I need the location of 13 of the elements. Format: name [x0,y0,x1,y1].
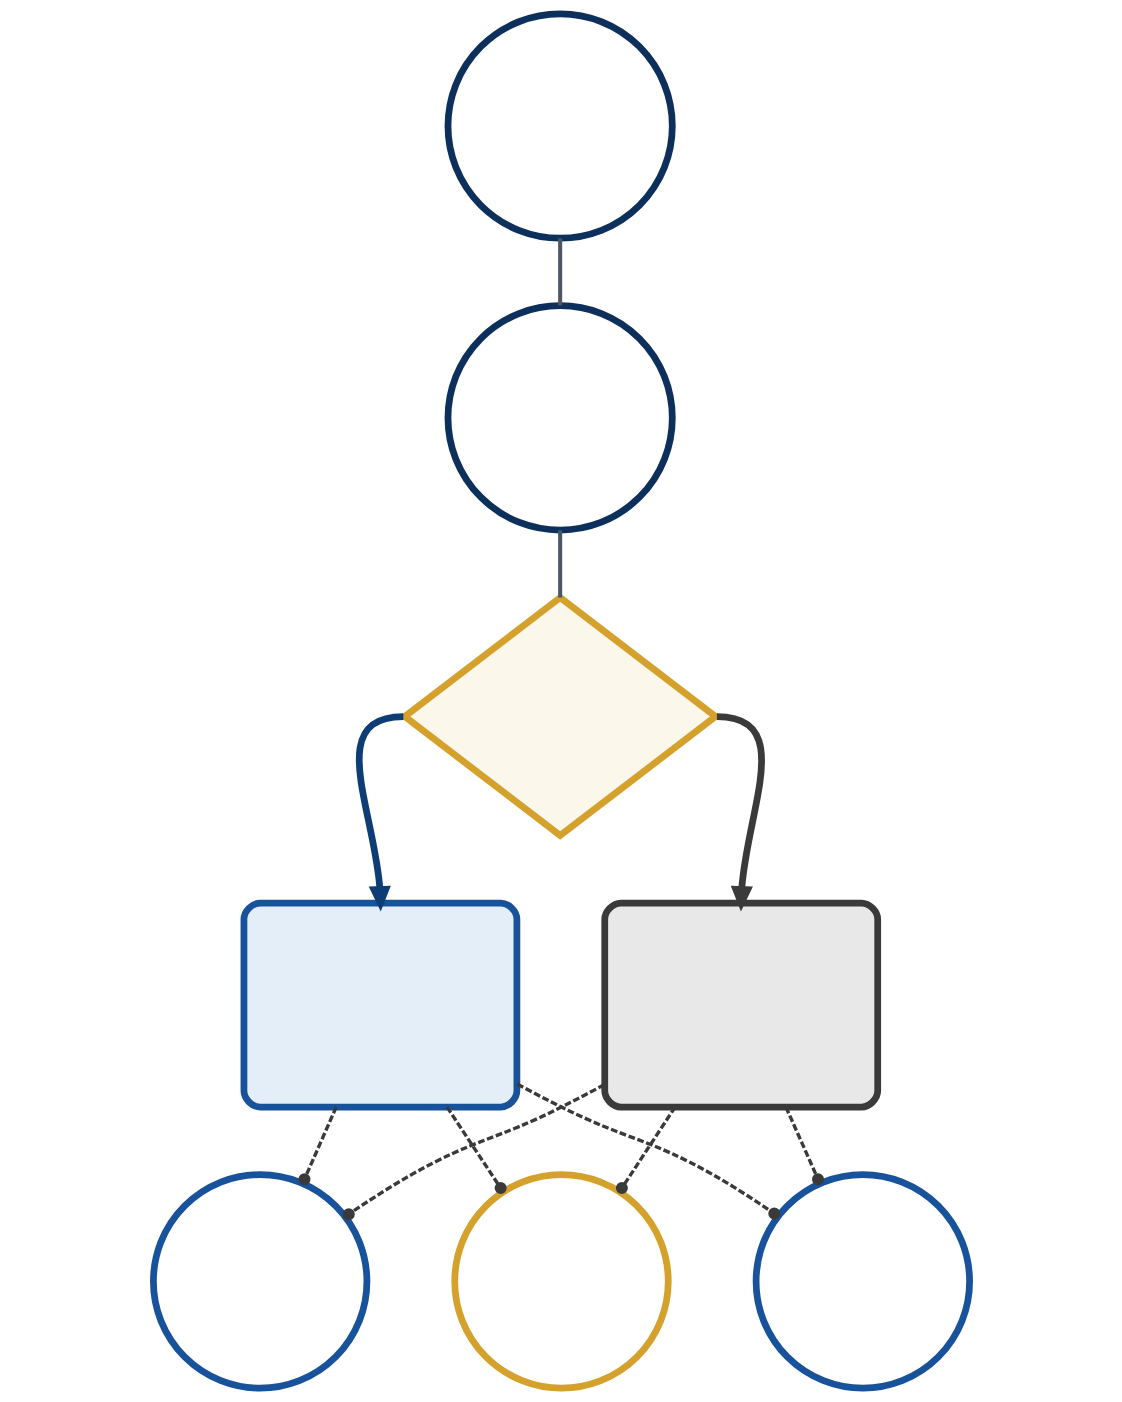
node-circle [444,10,676,242]
connector [342,1083,605,1221]
node-circle [450,1171,672,1392]
connector [297,1106,338,1186]
connector [515,1082,780,1220]
connector [557,530,562,598]
node-circle [444,302,676,534]
node-box [600,899,881,1111]
node-box [240,899,520,1111]
connector [557,238,562,306]
arrow [716,713,765,912]
arrow [355,713,404,912]
connector [445,1106,507,1195]
